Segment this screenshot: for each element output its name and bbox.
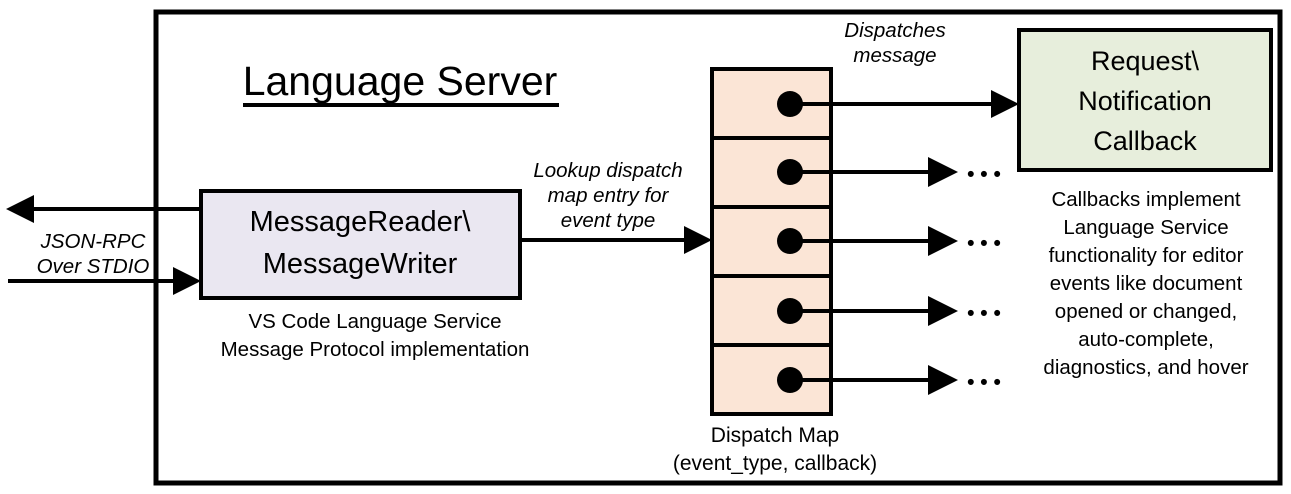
dispatch-ellipsis-arrowhead xyxy=(928,226,958,256)
lookup-annotation-line3: event type xyxy=(561,209,656,232)
jsonrpc-inbound-arrowhead xyxy=(173,267,201,295)
message-box-line2: MessageWriter xyxy=(263,248,458,280)
lookup-annotation-line2: map entry for xyxy=(548,184,670,207)
dispatch-callback-arrowhead xyxy=(991,90,1019,118)
jsonrpc-label-line1: JSON-RPC xyxy=(40,230,146,253)
callback-caption-line6: auto-complete, xyxy=(1078,328,1214,351)
callback-box-line3: Callback xyxy=(1093,126,1197,156)
dispatch-ellipsis-glyph: • • • xyxy=(967,302,1001,325)
callback-caption-line7: diagnostics, and hover xyxy=(1043,356,1248,379)
jsonrpc-outbound-arrowhead xyxy=(6,195,34,223)
language-server-boundary xyxy=(153,9,1283,486)
message-reader-writer-box[interactable] xyxy=(199,189,522,300)
callback-caption-line1: Callbacks implement xyxy=(1051,188,1240,211)
callback-box-line2: Notification xyxy=(1078,86,1212,116)
dispatch-map-label-line2: (event_type, callback) xyxy=(673,452,877,475)
dispatch-map-label-line1: Dispatch Map xyxy=(711,424,839,447)
dispatch-ellipsis-glyph: • • • xyxy=(967,232,1001,255)
page-title: Language Server xyxy=(243,58,558,104)
callback-box-line1: Request\ xyxy=(1091,46,1200,76)
jsonrpc-label-line2: Over STDIO xyxy=(37,255,150,278)
dispatch-ellipsis-glyph: • • • xyxy=(967,163,1001,186)
dispatch-ellipsis-arrowhead xyxy=(928,365,958,395)
dispatch-annotation-line2: message xyxy=(853,44,936,67)
dispatch-ellipsis-arrowhead xyxy=(928,296,958,326)
message-box-caption-line2: Message Protocol implementation xyxy=(221,338,530,361)
lookup-annotation-line1: Lookup dispatch xyxy=(533,159,682,182)
callback-caption-line4: events like document xyxy=(1050,272,1243,295)
message-box-caption-line1: VS Code Language Service xyxy=(248,310,501,333)
request-notification-callback-box[interactable] xyxy=(1017,28,1273,172)
callback-caption-line2: Language Service xyxy=(1063,216,1228,239)
lookup-dispatch-arrowhead xyxy=(684,226,712,254)
message-box-line1: MessageReader\ xyxy=(250,206,472,238)
dispatch-ellipsis-arrowhead xyxy=(928,157,958,187)
dispatch-ellipsis-glyph: • • • xyxy=(967,371,1001,394)
callback-caption-line3: functionality for editor xyxy=(1049,244,1244,267)
callback-caption-line5: opened or changed, xyxy=(1055,300,1237,323)
dispatch-annotation-line1: Dispatches xyxy=(844,19,945,42)
